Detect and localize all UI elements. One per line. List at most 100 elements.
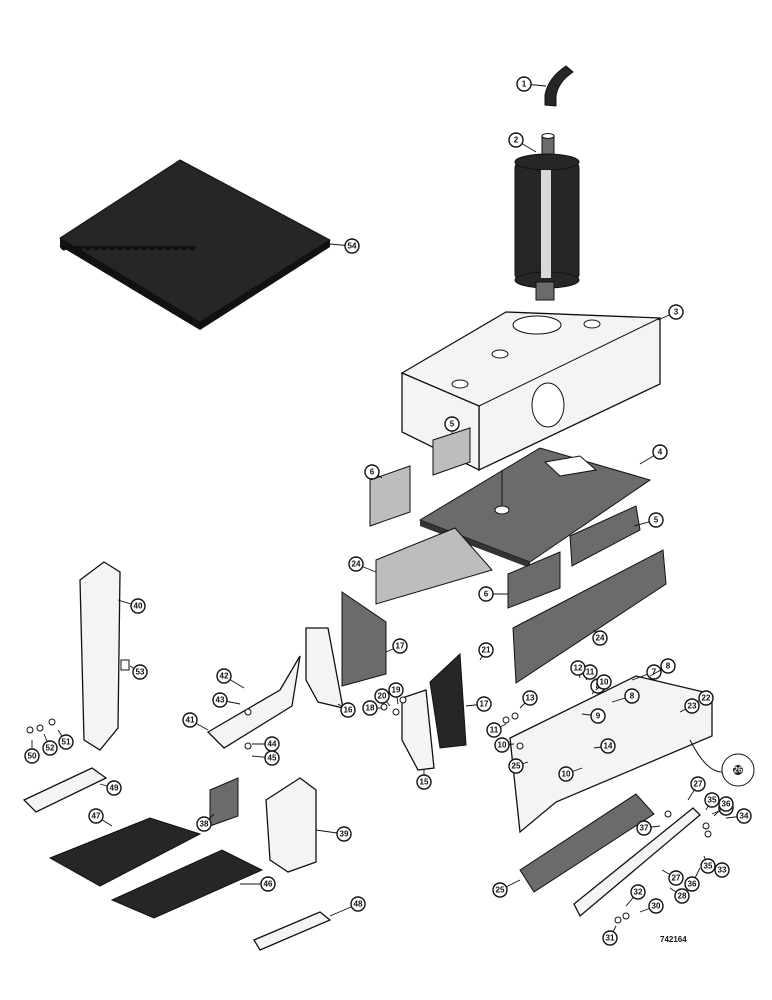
part-5-panel-a [432,427,471,476]
callout-36-a: 36 [713,796,734,817]
callout-ring [362,700,378,716]
callout-number: 48 [354,900,363,909]
callout-ring [478,642,494,658]
callout-ring [196,816,212,832]
callout-47: 47 [88,808,113,827]
callout-35-a: 35 [704,792,720,811]
callout-number: 18 [366,704,375,713]
part-16-bracket [305,627,344,709]
callout-ring [340,702,356,718]
callout-19: 19 [388,682,404,705]
callout-24-b: 24 [592,629,608,646]
callout-number: 33 [718,866,727,875]
callout-ring [58,734,74,750]
callout-ring [700,858,716,874]
callout-number: 16 [344,706,353,715]
part-6-panel-a [369,465,411,527]
callout-26: 26 [734,766,743,775]
callout-21: 21 [478,642,494,661]
callout-ring [592,630,608,646]
callout-number: 6 [484,590,489,599]
callout-ring [558,766,574,782]
callout-15: 15 [416,770,432,790]
callout-20: 20 [374,688,391,707]
callout-number: 27 [672,874,681,883]
callout-33: 33 [707,861,730,878]
callout-ring [336,826,352,842]
callout-ring [476,696,492,712]
part-53-clip [120,659,130,671]
callout-ring [24,748,40,764]
callout-ring [602,930,618,946]
callout-ring [684,876,700,892]
callout-layer: 1234556678889101010111112131415161717181… [24,76,752,946]
callout-ring [660,658,676,674]
callout-54: 54 [329,238,360,254]
callout-ring [508,758,524,774]
callout-number: 28 [678,892,687,901]
callout-number: 44 [268,740,277,749]
callout-number: 20 [378,692,387,701]
callout-number: 51 [62,738,71,747]
callout-1: 1 [516,76,547,92]
callout-ring [132,664,148,680]
callout-ring [416,774,432,790]
callout-number: 42 [220,672,229,681]
part-38-block [209,777,239,827]
callout-10-b: 10 [494,737,515,753]
callout-37: 37 [636,820,661,836]
callout-27-a: 27 [687,776,706,801]
callout-39: 39 [315,826,352,842]
callout-number: 46 [264,880,273,889]
callout-number: 35 [704,862,713,871]
part-25-block [519,793,655,893]
callout-ring [494,737,510,753]
callout-number: 47 [92,812,101,821]
callout-ring [88,808,104,824]
callout-43: 43 [212,692,241,708]
callout-number: 17 [396,642,405,651]
callout-38: 38 [196,813,215,832]
callout-13: 13 [519,690,538,709]
callout-18: 18 [362,700,382,716]
callout-number: 35 [708,796,717,805]
callout-ring [478,586,494,602]
callout-25-b: 25 [492,879,521,898]
callout-11-b: 11 [486,722,507,738]
part-39-bracket [265,777,317,873]
callout-40: 40 [117,598,146,614]
callout-number: 45 [268,754,277,763]
callout-27-b: 27 [661,869,684,886]
callout-9: 9 [581,708,606,724]
callout-5-a: 5 [444,416,460,434]
callout-number: 4 [658,448,663,457]
callout-ring [668,870,684,886]
callout-ring [522,690,538,706]
callout-35-b: 35 [700,855,716,874]
callout-14: 14 [593,738,616,754]
callout-number: 52 [46,744,55,753]
part-24-side-a [375,527,493,605]
part-46-mat [110,849,264,919]
callout-number: 11 [490,726,499,735]
callout-ring [374,688,390,704]
callout-number: 54 [348,242,357,251]
callout-4: 4 [639,444,668,465]
callout-number: 1 [522,80,527,89]
callout-ring [630,884,646,900]
callout-number: 38 [200,820,209,829]
callout-ring [698,690,714,706]
callout-ring [364,464,380,480]
callout-number: 8 [666,662,671,671]
part-17-plate-a [341,591,387,687]
callout-number: 19 [392,686,401,695]
callout-ring [492,882,508,898]
callout-23: 23 [679,698,700,714]
callout-ring [388,682,404,698]
callout-51: 51 [57,729,74,750]
callout-17-b: 17 [465,696,492,712]
callout-ring [648,898,664,914]
callout-number: 26 [734,766,743,775]
callout-ring [212,692,228,708]
